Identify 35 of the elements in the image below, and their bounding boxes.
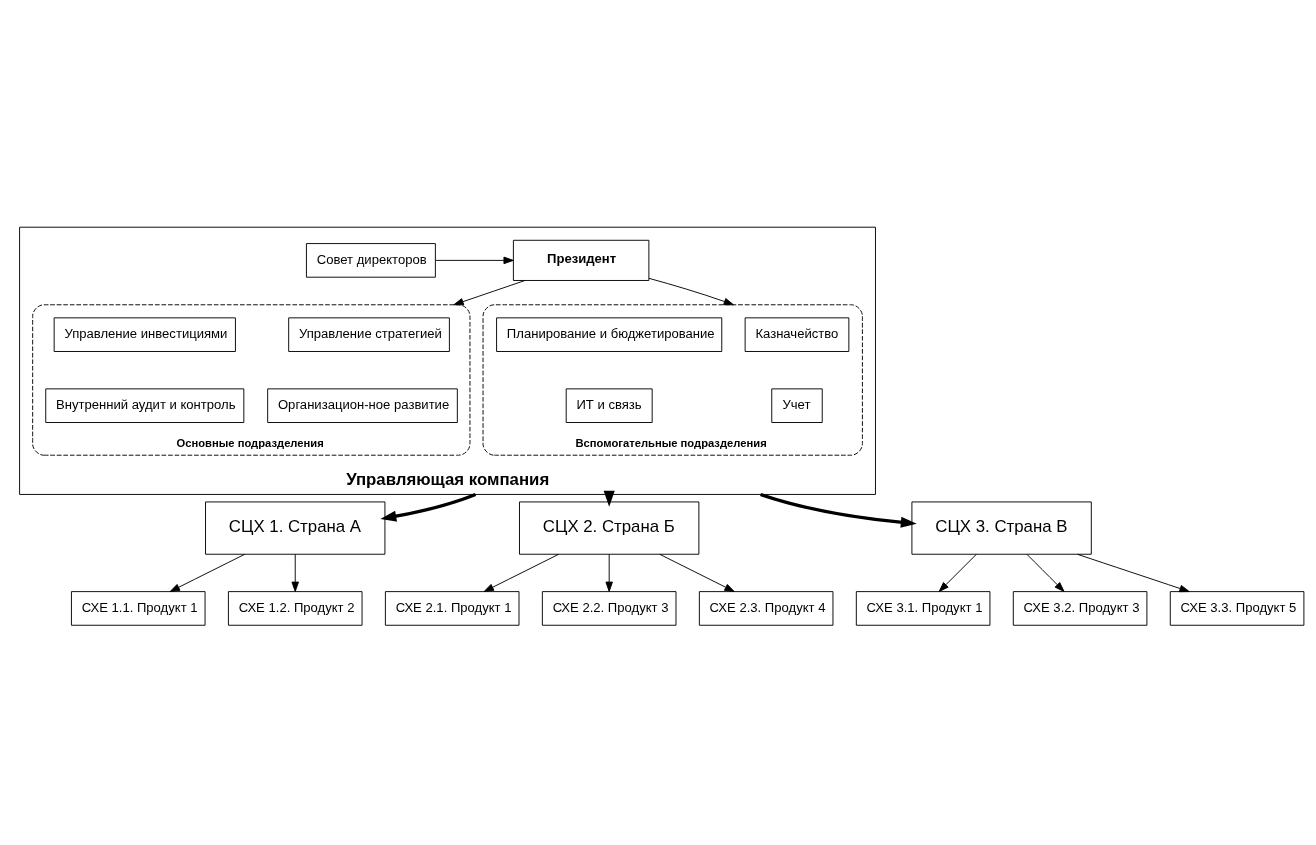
node-box: Совет директоров xyxy=(305,243,436,278)
arrow xyxy=(648,277,734,306)
node-box: СЦХ 2. Страна Б xyxy=(519,501,700,555)
node-box: Президент xyxy=(512,239,650,281)
node-box: СЦХ 1. Страна А xyxy=(205,501,386,555)
node-box: Планирование и бюджетирование xyxy=(496,317,723,352)
arrow xyxy=(435,256,514,265)
arrow xyxy=(291,553,299,592)
arrow xyxy=(760,492,917,528)
arrow xyxy=(659,553,735,592)
node-box: Казначейство xyxy=(744,317,850,352)
node-box: Управление инвестициями xyxy=(53,317,236,352)
node-box: Организацион-ное развитие xyxy=(267,388,458,423)
arrow xyxy=(938,553,977,592)
node-box: СХЕ 2.3. Продукт 4 xyxy=(698,591,834,626)
node-box: Управление стратегией xyxy=(288,317,450,352)
arrow xyxy=(453,280,526,306)
arrow xyxy=(605,553,613,592)
node-box: Внутренний аудит и контроль xyxy=(45,388,245,423)
node-box: СХЕ 3.1. Продукт 1 xyxy=(855,591,991,626)
node-box: ИТ и связь xyxy=(565,388,653,423)
node-box: СХЕ 1.1. Продукт 1 xyxy=(70,591,206,626)
node-box: СХЕ 1.2. Продукт 2 xyxy=(227,591,363,626)
arrow xyxy=(380,492,477,522)
node-box: СХЕ 3.2. Продукт 3 xyxy=(1012,591,1148,626)
node-box: СХЕ 2.2. Продукт 3 xyxy=(541,591,677,626)
arrow xyxy=(603,490,615,507)
arrow xyxy=(169,553,246,592)
arrow xyxy=(483,553,560,592)
arrow xyxy=(1076,553,1190,593)
arrow xyxy=(1026,553,1065,592)
node-box: Учет xyxy=(771,388,823,423)
node-box: СХЕ 3.3. Продукт 5 xyxy=(1169,591,1305,626)
node-box: СЦХ 3. Страна В xyxy=(911,501,1092,555)
node-box: СХЕ 2.1. Продукт 1 xyxy=(384,591,520,626)
